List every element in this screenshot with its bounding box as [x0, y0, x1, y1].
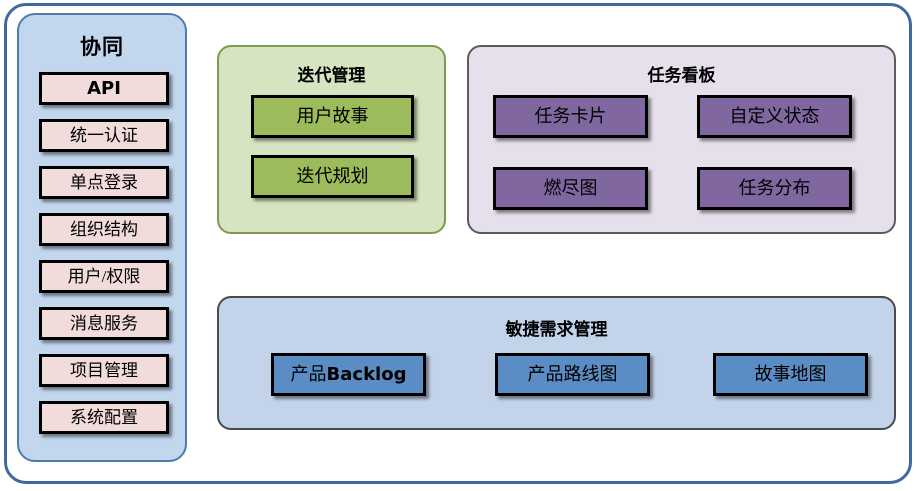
iteration-panel-title: 迭代管理	[297, 66, 366, 86]
sidebar-item-api[interactable]: API	[39, 72, 169, 105]
agile-item-product-backlog-latin: Backlog	[326, 364, 407, 385]
sidebar-panel-collaboration[interactable]: 协同 API 统一认证 单点登录 组织结构 用户/权限 消息服务 项目管理 系统…	[17, 13, 187, 462]
task-board-item-custom-status[interactable]: 自定义状态	[697, 95, 852, 138]
agile-panel-title: 敏捷需求管理	[505, 320, 608, 340]
iteration-item-iteration-planning[interactable]: 迭代规划	[251, 155, 414, 198]
sidebar-item-message-service[interactable]: 消息服务	[39, 307, 169, 340]
agile-item-product-backlog[interactable]: 产品Backlog	[271, 353, 426, 396]
iteration-item-user-story[interactable]: 用户故事	[251, 95, 414, 138]
task-board-item-task-distribution[interactable]: 任务分布	[697, 167, 852, 210]
sidebar-item-project-management[interactable]: 项目管理	[39, 354, 169, 387]
task-board-item-burndown-chart[interactable]: 燃尽图	[493, 167, 648, 210]
agile-requirements-panel[interactable]: 敏捷需求管理 产品Backlog 产品路线图 故事地图	[217, 296, 896, 430]
agile-item-story-map[interactable]: 故事地图	[713, 353, 868, 396]
sidebar-item-list: API 统一认证 单点登录 组织结构 用户/权限 消息服务 项目管理 系统配置	[39, 72, 169, 448]
agile-item-product-roadmap[interactable]: 产品路线图	[495, 353, 650, 396]
task-board-panel[interactable]: 任务看板 任务卡片 自定义状态 燃尽图 任务分布	[467, 45, 896, 234]
agile-item-product-backlog-prefix: 产品	[290, 364, 327, 384]
task-board-panel-title: 任务看板	[647, 66, 716, 86]
sidebar-item-system-config[interactable]: 系统配置	[39, 401, 169, 434]
task-board-item-task-card[interactable]: 任务卡片	[493, 95, 648, 138]
sidebar-item-user-permissions[interactable]: 用户/权限	[39, 260, 169, 293]
sidebar-item-org-structure[interactable]: 组织结构	[39, 213, 169, 246]
iteration-management-panel[interactable]: 迭代管理 用户故事 迭代规划	[217, 45, 446, 234]
sidebar-panel-title: 协同	[80, 35, 124, 59]
sidebar-item-single-sign-on[interactable]: 单点登录	[39, 166, 169, 199]
sidebar-item-unified-auth[interactable]: 统一认证	[39, 119, 169, 152]
